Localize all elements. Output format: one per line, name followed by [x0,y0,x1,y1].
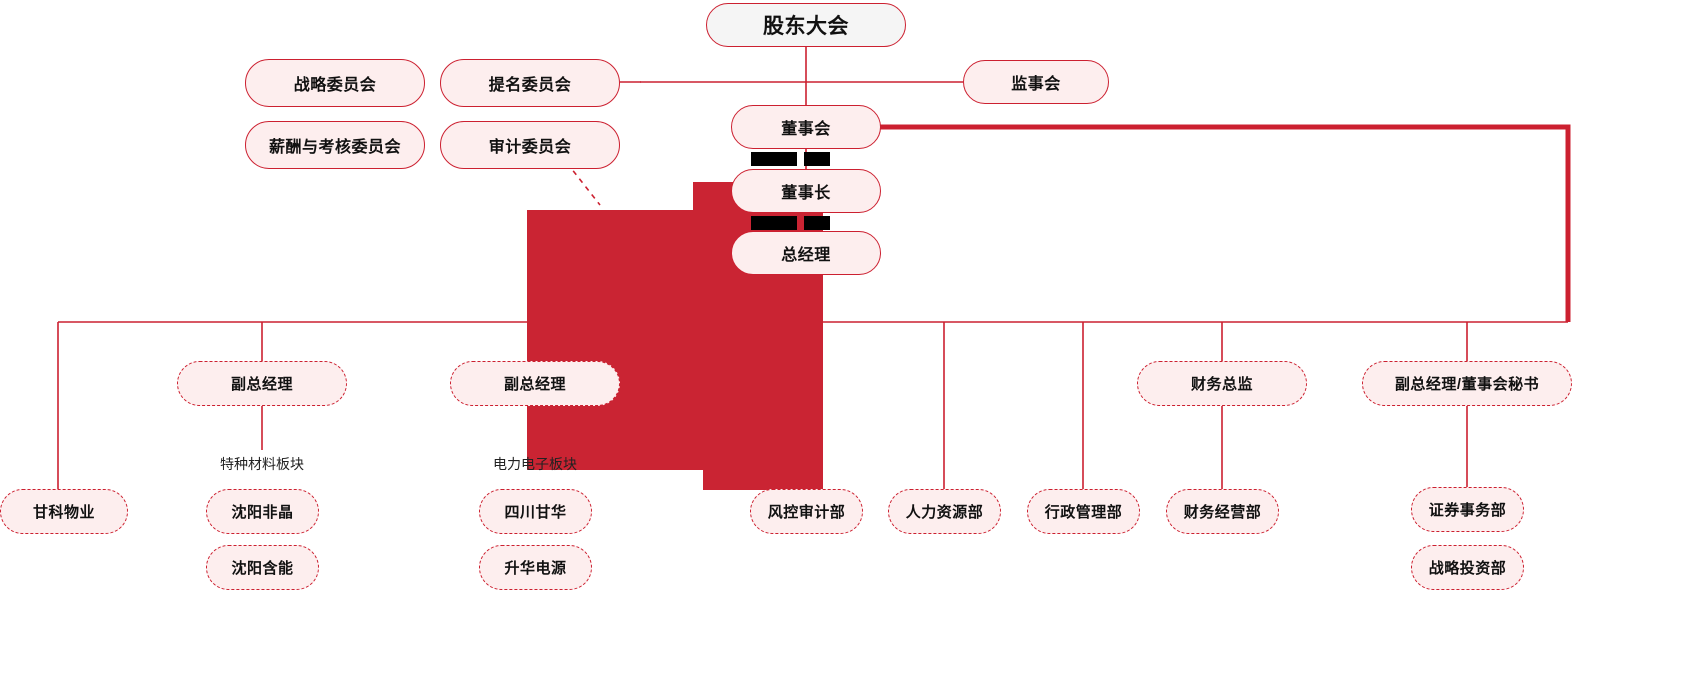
node-label: 四川甘华 [504,504,567,521]
node-label: 薪酬与考核委员会 [268,139,401,156]
node-hr-dept[interactable]: 人力资源部 [888,489,1001,534]
node-label: 监事会 [1011,76,1061,93]
redaction-bar-board-chairman-2 [804,152,830,166]
node-admin-dept[interactable]: 行政管理部 [1027,489,1140,534]
node-label: 沈阳含能 [231,560,294,577]
node-general-manager[interactable]: 总经理 [731,231,881,275]
node-label: 财务总监 [1190,376,1253,393]
node-label: 董事会 [781,121,831,138]
section-label-text: 特种材料板块 [220,456,304,472]
node-label: 审计委员会 [488,139,572,156]
node-audit-committee[interactable]: 审计委员会 [440,121,620,169]
node-label: 副总经理 [503,376,566,393]
node-deputy-gm-power[interactable]: 副总经理 [450,361,620,406]
redaction-bar-chairman-gm-2 [804,216,830,230]
node-label: 董事长 [781,185,831,202]
node-strategic-investment-dept[interactable]: 战略投资部 [1411,545,1524,590]
node-label: 副总经理/董事会秘书 [1394,376,1540,393]
node-label: 行政管理部 [1044,504,1123,521]
node-finance-dept[interactable]: 财务经营部 [1166,489,1279,534]
node-label: 沈阳非晶 [231,504,294,521]
label-special-materials: 特种材料板块 [162,454,362,474]
node-remuneration-committee[interactable]: 薪酬与考核委员会 [245,121,425,169]
node-label: 股东大会 [763,15,849,38]
node-deputy-gm-materials[interactable]: 副总经理 [177,361,347,406]
red-occluder-lower-right [703,431,823,490]
node-label: 副总经理 [230,376,293,393]
node-label: 财务经营部 [1183,504,1262,521]
node-shenyang-hanneng[interactable]: 沈阳含能 [206,545,319,590]
node-shenyang-feijing[interactable]: 沈阳非晶 [206,489,319,534]
node-supervisory-board[interactable]: 监事会 [963,60,1109,104]
node-label: 证券事务部 [1428,502,1507,519]
node-label: 升华电源 [504,560,567,577]
node-label: 人力资源部 [905,504,984,521]
node-label: 甘科物业 [32,504,95,521]
redaction-bar-board-chairman [751,152,797,166]
node-strategy-committee[interactable]: 战略委员会 [245,59,425,107]
node-ganke-property[interactable]: 甘科物业 [0,489,128,534]
node-shareholders-meeting[interactable]: 股东大会 [706,3,906,47]
line-board-thick-feeder [880,124,1571,322]
redaction-bar-chairman-gm [751,216,797,230]
node-chairman[interactable]: 董事长 [731,169,881,213]
node-cfo[interactable]: 财务总监 [1137,361,1307,406]
node-deputy-gm-secretary[interactable]: 副总经理/董事会秘书 [1362,361,1572,406]
node-board-of-directors[interactable]: 董事会 [731,105,881,149]
node-risk-audit-dept[interactable]: 风控审计部 [750,489,863,534]
node-label: 提名委员会 [488,77,572,94]
line-audit-committee-dashed [566,162,601,206]
red-occluder-lower-left [527,431,703,470]
node-shenghua-power[interactable]: 升华电源 [479,545,592,590]
node-securities-dept[interactable]: 证券事务部 [1411,487,1524,532]
label-power-electronics: 电力电子板块 [435,454,635,474]
section-label-text: 电力电子板块 [493,456,577,472]
node-nomination-committee[interactable]: 提名委员会 [440,59,620,107]
node-label: 风控审计部 [767,504,846,521]
node-label: 战略委员会 [293,77,377,94]
node-label: 总经理 [781,247,831,264]
node-label: 战略投资部 [1428,560,1507,577]
node-sichuan-ganhua[interactable]: 四川甘华 [479,489,592,534]
